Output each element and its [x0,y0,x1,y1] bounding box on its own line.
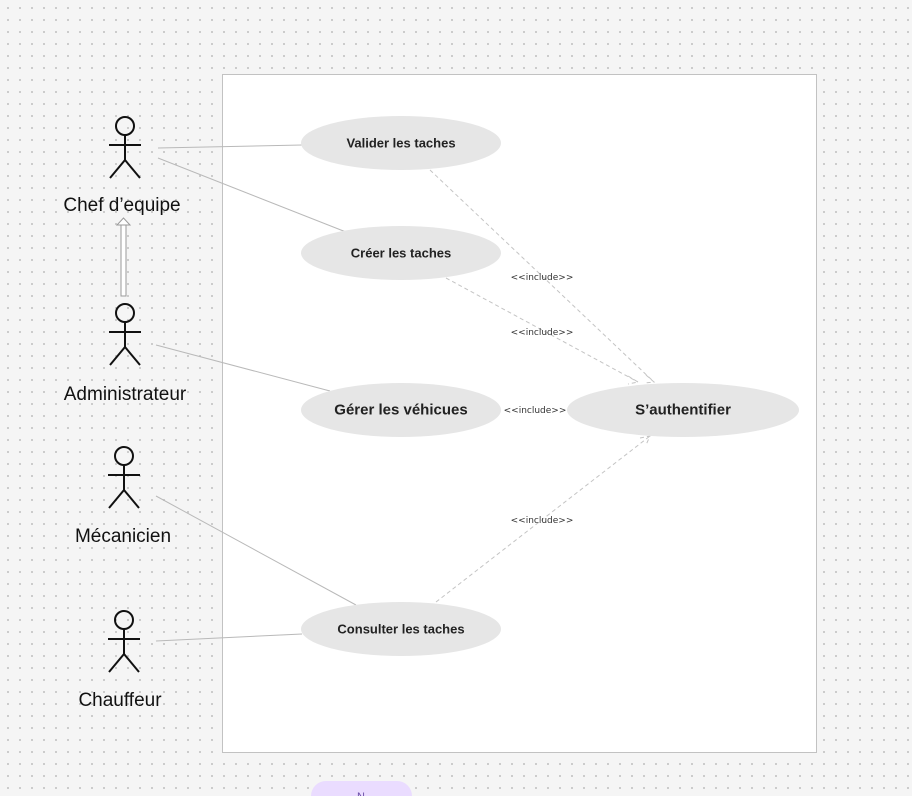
actor-mecanicien[interactable]: Mécanicien [75,446,171,547]
include-arrowhead-3 [639,435,651,446]
usecase-creer[interactable]: Créer les taches [301,226,501,280]
usecase-authentifier-label: S’authentifier [635,402,731,419]
usecase-consulter-label: Consulter les taches [337,622,464,637]
generalization-shaft[interactable] [120,224,127,297]
usecase-gerer[interactable]: Gérer les véhicues [301,383,501,437]
include-label-valider: <<include>> [511,273,574,283]
include-label-creer: <<include>> [511,328,574,338]
usecase-creer-label: Créer les taches [351,246,451,261]
bottom-pill-label: N [357,791,365,796]
bottom-pill[interactable]: N [311,781,412,796]
include-arrowhead-2 [627,375,640,385]
usecase-authentifier[interactable]: S’authentifier [567,383,799,437]
assoc-mecanicien-consulter[interactable] [155,495,357,606]
usecase-consulter[interactable]: Consulter les taches [301,602,501,656]
include-consulter-auth[interactable] [435,435,651,603]
include-label-gerer: <<include>> [504,406,567,416]
stick-figure-icon [109,303,141,366]
usecase-valider-label: Valider les taches [346,136,455,151]
include-creer-auth[interactable] [445,277,639,383]
usecase-valider[interactable]: Valider les taches [301,116,501,170]
actor-admin-label: Administrateur [64,384,187,405]
include-valider-auth[interactable] [429,169,655,383]
stick-figure-icon [108,610,140,673]
assoc-admin-gerer[interactable] [155,344,331,392]
actor-chauffeur[interactable]: Chauffeur [78,610,162,711]
assoc-chef-valider[interactable] [157,144,303,149]
actor-chef-label: Chef d’equipe [63,195,180,216]
include-label-consulter: <<include>> [511,516,574,526]
assoc-chef-creer[interactable] [157,157,347,233]
actor-administrateur[interactable]: Administrateur [64,303,187,405]
usecase-gerer-label: Gérer les véhicues [334,402,467,419]
include-arrowhead-1 [643,374,656,384]
actor-chef-equipe[interactable]: Chef d’equipe [63,116,181,216]
stick-figure-icon [108,446,140,509]
stick-figure-icon [109,116,141,179]
assoc-chauffeur-consulter[interactable] [155,633,303,642]
actor-chauffeur-label: Chauffeur [78,690,162,711]
actor-mecanicien-label: Mécanicien [75,526,171,547]
generalization-arrowhead [115,217,132,226]
